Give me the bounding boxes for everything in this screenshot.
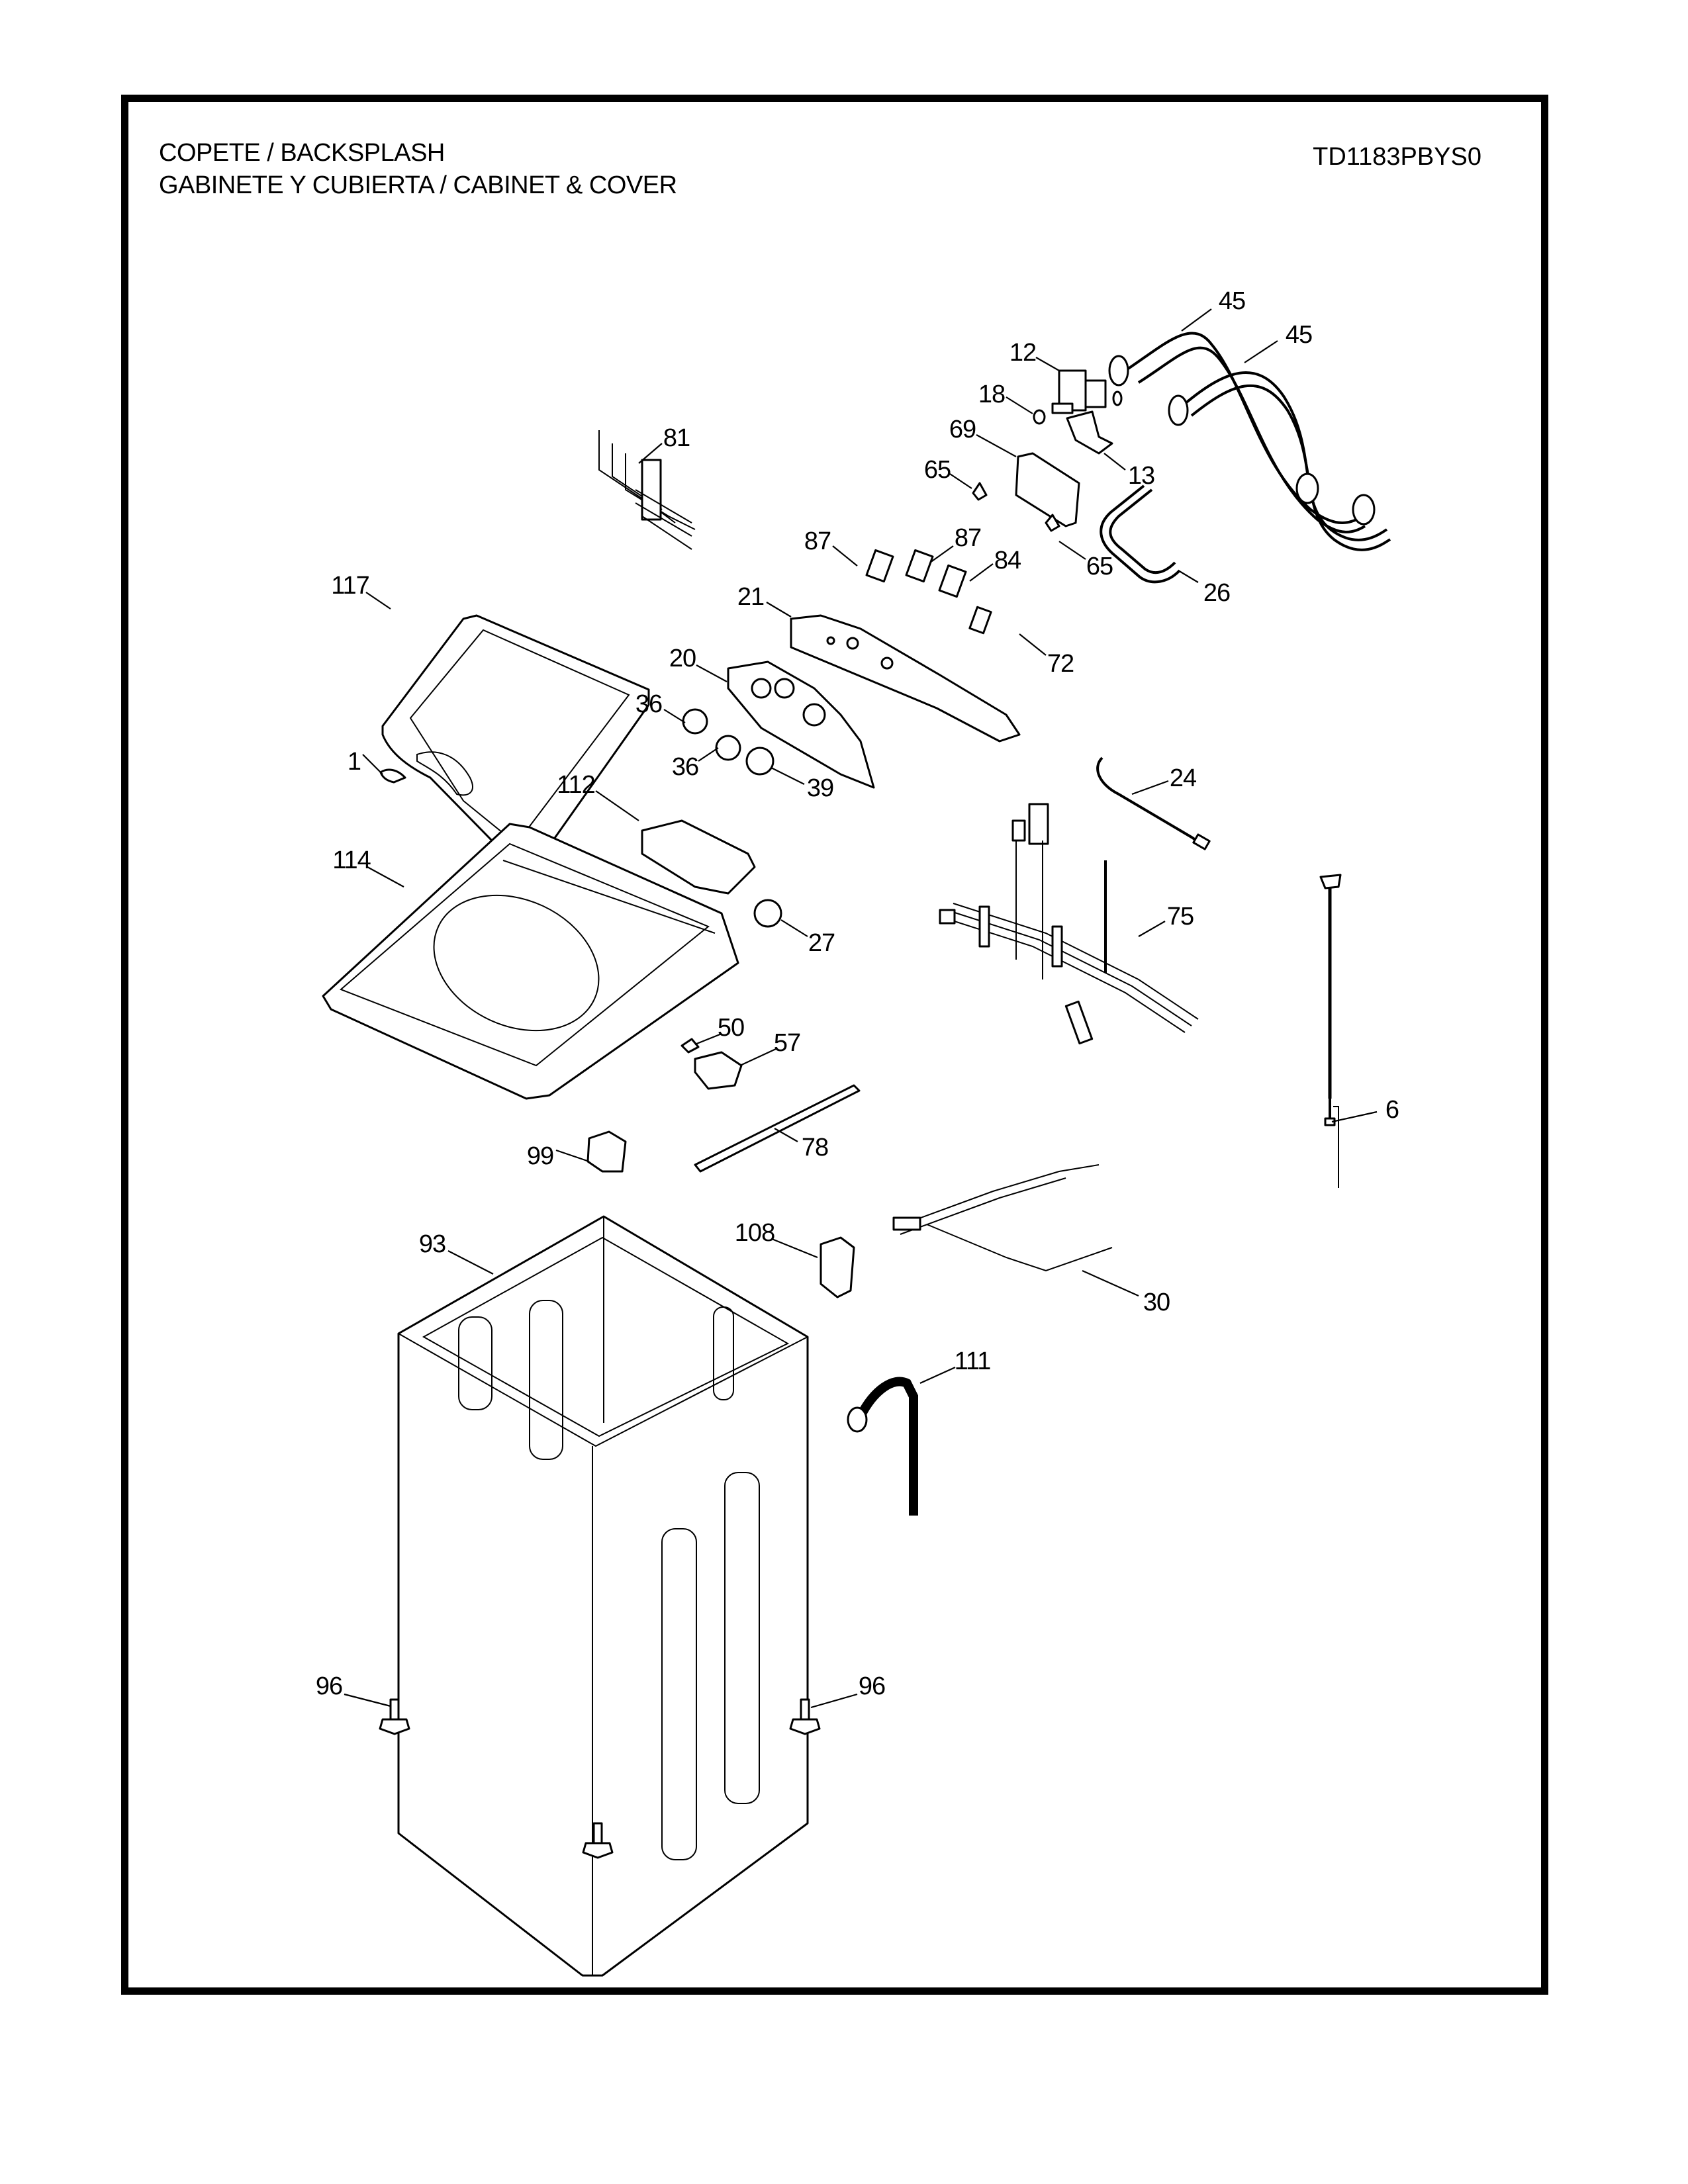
part-75-harness <box>939 803 1199 1033</box>
callout-108: 108 <box>734 1219 775 1247</box>
callout-1: 1 <box>347 748 361 776</box>
part-93-cabinet <box>397 1215 809 1977</box>
part-6-power-cord <box>1319 874 1342 1188</box>
callout-26: 26 <box>1203 579 1231 607</box>
part-36-knob <box>682 708 708 735</box>
callout-36: 36 <box>635 690 663 718</box>
part-72-led-board <box>968 606 992 635</box>
callout-78: 78 <box>801 1134 829 1161</box>
callout-36: 36 <box>671 753 699 781</box>
callout-18: 18 <box>978 381 1006 408</box>
callout-96: 96 <box>315 1672 343 1700</box>
part-36-knob <box>715 735 741 761</box>
callout-45: 45 <box>1285 321 1313 349</box>
callout-72: 72 <box>1047 650 1074 678</box>
callout-65: 65 <box>1086 553 1113 580</box>
callout-99: 99 <box>526 1142 554 1170</box>
part-26-hose <box>1109 488 1176 574</box>
callout-39: 39 <box>806 774 834 802</box>
callout-112: 112 <box>557 771 596 799</box>
part-96-leveling-leg <box>379 1698 410 1735</box>
part-114-top-cover <box>322 823 739 1100</box>
part-24-jumper <box>1096 756 1203 845</box>
callout-114: 114 <box>332 846 371 874</box>
part-96-leveling-leg <box>789 1698 821 1735</box>
callout-57: 57 <box>773 1029 801 1057</box>
part-108-bracket <box>820 1236 855 1298</box>
part-13-bracket <box>1066 410 1113 455</box>
callout-87: 87 <box>804 527 831 555</box>
part-69-control-board <box>1015 452 1080 527</box>
callout-13: 13 <box>1127 462 1155 490</box>
leader-lines <box>344 308 1378 1709</box>
callout-96: 96 <box>858 1672 886 1700</box>
model-number: TD1183PBYS0 <box>1313 143 1481 171</box>
part-30-harness <box>892 1000 1113 1272</box>
callout-69: 69 <box>949 416 976 443</box>
part-81-harness <box>598 430 696 550</box>
part-87-switch <box>905 549 934 583</box>
callout-93: 93 <box>418 1230 446 1258</box>
part-87-switch <box>865 549 894 583</box>
part-12-inlet-valve <box>1051 369 1107 414</box>
callout-6: 6 <box>1385 1096 1399 1124</box>
part-112-dispenser <box>641 819 756 895</box>
callout-12: 12 <box>1009 339 1037 367</box>
part-65-clip <box>972 482 988 501</box>
part-99-lid-switch <box>586 1130 627 1173</box>
callout-27: 27 <box>808 929 835 957</box>
page-border <box>121 95 1548 1995</box>
diagram-title-backsplash: COPETE / BACKSPLASH <box>159 139 445 167</box>
part-117-lid <box>381 614 650 875</box>
part-39-knob <box>745 747 774 776</box>
part-84-switch <box>938 564 967 598</box>
callout-111: 111 <box>954 1347 992 1375</box>
part-78-rail <box>694 1084 861 1173</box>
part-111-drain-hose <box>856 1377 918 1516</box>
callout-117: 117 <box>331 572 370 600</box>
callout-21: 21 <box>737 583 765 611</box>
part-65-clip <box>1045 514 1060 532</box>
part-1-lid-handle <box>379 768 406 784</box>
callout-81: 81 <box>663 424 690 452</box>
part-washer <box>1112 390 1123 406</box>
part-50-actuator <box>680 1038 700 1054</box>
part-18-washer <box>1033 409 1046 425</box>
diagram-title-cabinet-cover: GABINETE Y CUBIERTA / CABINET & COVER <box>159 171 677 199</box>
part-96-leveling-leg <box>582 1822 614 1859</box>
callout-75: 75 <box>1166 903 1194 931</box>
callout-24: 24 <box>1169 764 1197 792</box>
part-57-lid-lock <box>694 1051 743 1090</box>
part-27-pressure-switch <box>753 899 782 928</box>
callout-50: 50 <box>717 1014 745 1042</box>
part-45-inlet-hoses <box>1108 332 1391 551</box>
callout-20: 20 <box>669 645 696 672</box>
callout-84: 84 <box>994 547 1021 574</box>
callout-30: 30 <box>1143 1289 1170 1316</box>
callout-45: 45 <box>1218 287 1246 315</box>
callout-65: 65 <box>923 456 951 484</box>
callout-87: 87 <box>954 524 982 552</box>
